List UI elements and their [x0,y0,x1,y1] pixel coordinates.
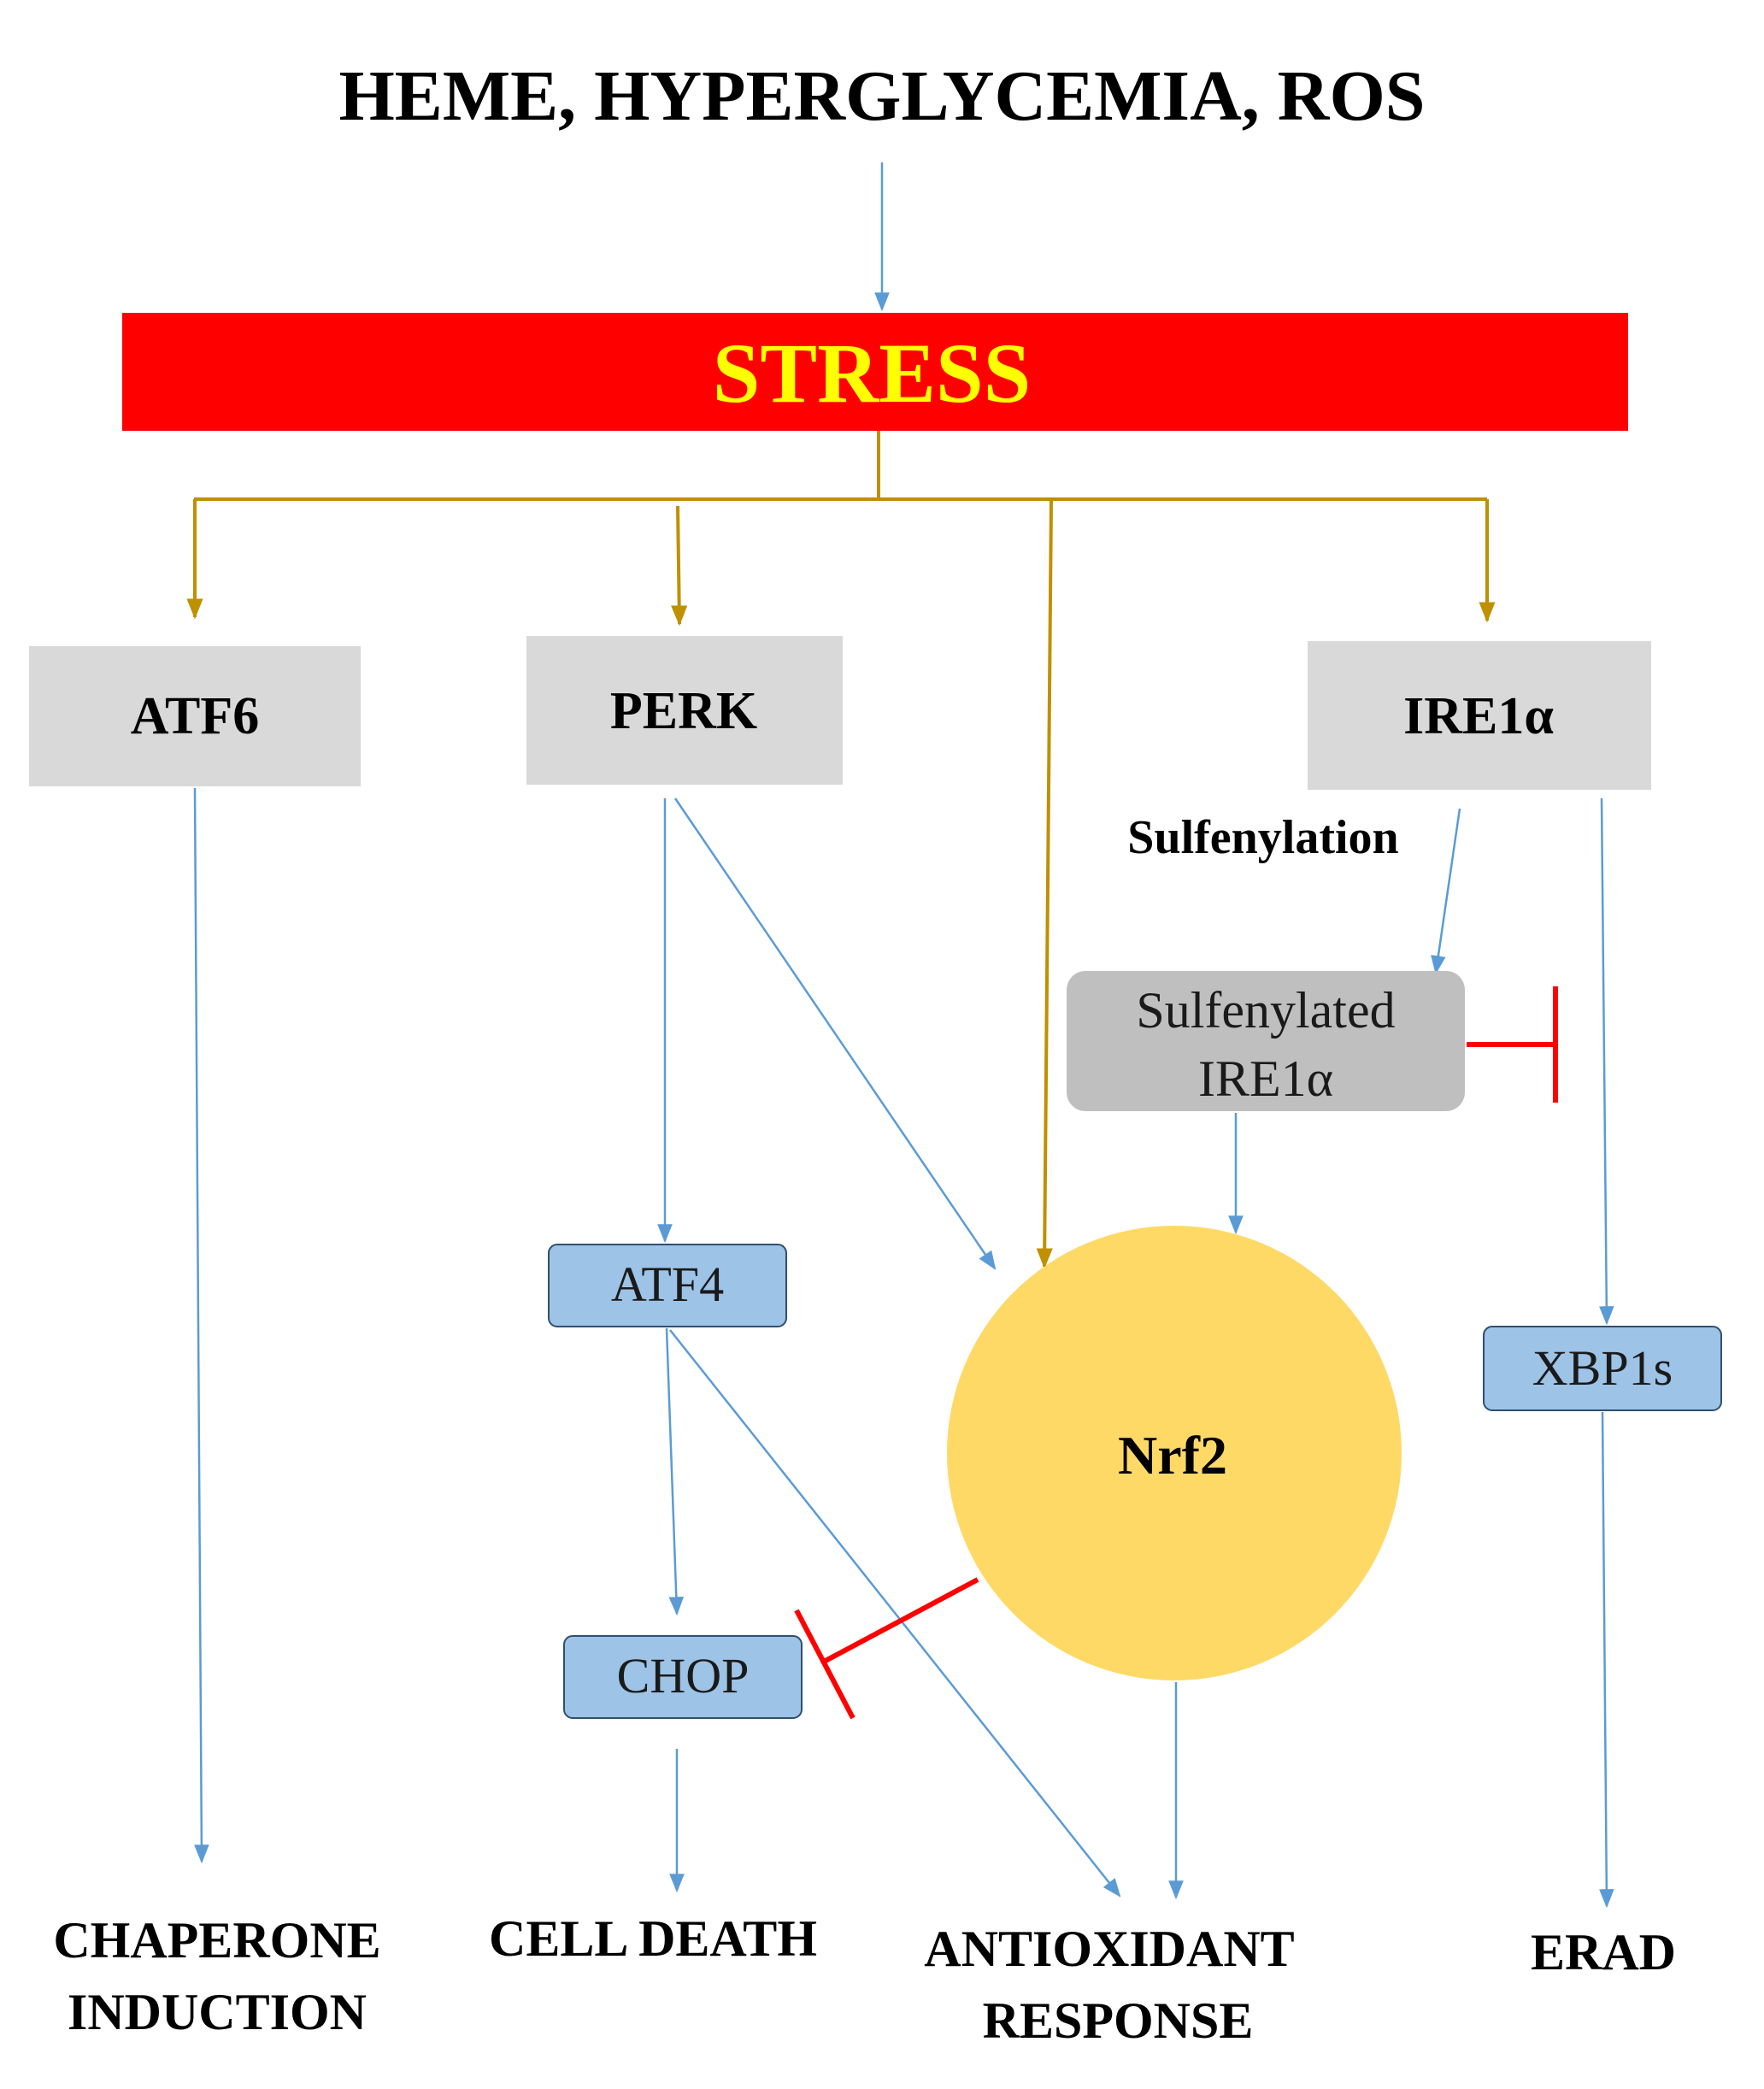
sulfenylated-ire1a-box [1067,971,1465,1111]
atf6-box [29,646,361,786]
arrow-xbp1s-to-erad [1599,1411,1614,1909]
inhibit-sulfenylated-to-xbp1-path [1467,986,1558,1103]
chop-box [563,1635,803,1719]
perk-label: PERK [610,682,757,740]
sulfenylated-label-line2: IRE1α [1198,1050,1333,1107]
arrow-ire1a-to-sulfenylated [1431,808,1461,975]
arrow-ire1a-to-xbp1s [1599,797,1614,1326]
outcome-antioxidant-line2: RESPONSE [983,1992,1254,2049]
stress-bar [122,313,1628,431]
arrow-atf4-to-antioxidant [669,1329,1121,1898]
outcome-cell-death: CELL DEATH [489,1910,817,1967]
perk-box [526,636,843,785]
outcome-chaperone-line2: INDUCTION [68,1984,367,2040]
atf4-label: ATF4 [611,1256,724,1312]
arrow-stress-to-nrf2 [1036,500,1053,1269]
arrow-atf4-to-chop [665,1327,685,1616]
inhibit-nrf2-to-chop [794,1577,979,1720]
arrow-atf6-to-chaperone [193,787,209,1864]
ire1a-label: IRE1α [1403,687,1554,745]
sulfenylated-label-line1: Sulfenylated [1136,982,1395,1039]
arrow-perk-to-nrf2 [673,797,997,1270]
atf4-box [548,1244,787,1327]
chop-label: CHOP [617,1648,750,1704]
ire1a-box [1308,641,1651,790]
sulfenylation-label: Sulfenylation [1127,811,1398,864]
xbp1s-box [1483,1326,1722,1411]
outcome-erad: ERAD [1531,1924,1676,1980]
xbp1s-label: XBP1s [1532,1340,1673,1396]
diagram-title: HEME, HYPERGLYCEMIA, ROS [338,56,1425,136]
outcome-antioxidant-line1: ANTIOXIDANT [924,1921,1294,1977]
stress-label: STRESS [713,326,1031,421]
atf6-label: ATF6 [131,687,259,745]
nrf2-label: Nrf2 [1118,1425,1227,1486]
outcome-chaperone-line1: CHAPERONE [53,1912,380,1968]
nrf2-circle [947,1226,1402,1680]
stress-branch-connectors [186,431,1496,1269]
arrow-stress-to-perk [671,505,688,627]
